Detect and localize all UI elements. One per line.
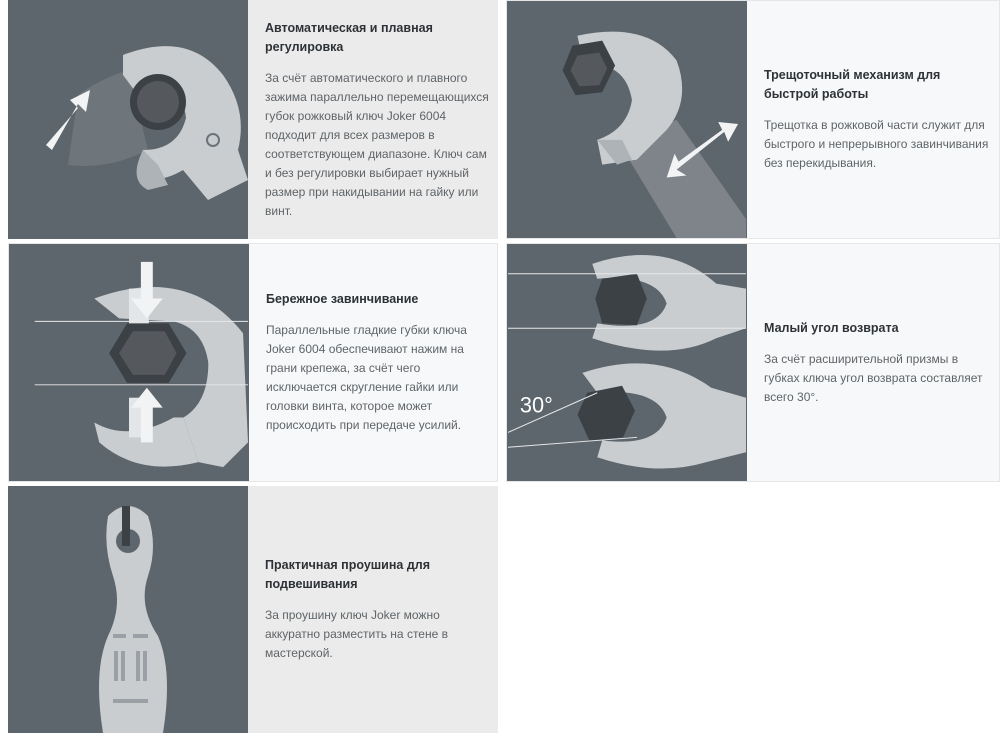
feature-text: Малый угол возврата За счёт расширительн… — [747, 244, 999, 481]
feature-description: Параллельные гладкие губки ключа Joker 6… — [266, 323, 467, 432]
feature-text: Трещоточный механизм для быстрой работы … — [747, 1, 999, 238]
wrench-jaw-auto-adjust-icon — [8, 0, 248, 239]
feature-description: Трещотка в рожковой части служит для быс… — [764, 118, 989, 170]
feature-text: Автоматическая и плавная регулировка За … — [248, 0, 498, 239]
feature-description: За счёт расширительной призмы в губках к… — [764, 351, 983, 404]
wrench-return-angle-icon: 30° — [507, 244, 747, 481]
feature-card-return-angle: 30° Малый угол возврата За счёт расширит… — [506, 243, 1000, 482]
feature-title: Практичная проушина для подвешивания — [265, 558, 431, 591]
feature-title: Малый угол возврата — [764, 320, 899, 335]
angle-label: 30° — [520, 393, 553, 418]
feature-title: Автоматическая и плавная регулировка — [265, 20, 433, 54]
feature-card-gentle-screwing: Бережное завинчивание Параллельные гладк… — [8, 243, 498, 482]
feature-description: За проушину ключ Joker можно аккуратно р… — [265, 608, 448, 660]
wrench-parallel-jaws-icon — [9, 244, 249, 481]
feature-text: Практичная проушина для подвешивания За … — [248, 486, 498, 733]
feature-description: За счёт автоматического и плавного зажим… — [265, 70, 489, 218]
feature-card-hanging-eyelet: Практичная проушина для подвешивания За … — [8, 486, 498, 733]
feature-card-ratchet: Трещоточный механизм для быстрой работы … — [506, 0, 1000, 239]
feature-title: Трещоточный механизм для быстрой работы — [764, 68, 941, 101]
wrench-ratchet-icon — [507, 1, 747, 238]
feature-title: Бережное завинчивание — [266, 292, 419, 306]
feature-text: Бережное завинчивание Параллельные гладк… — [249, 244, 497, 481]
feature-card-auto-adjust: Автоматическая и плавная регулировка За … — [8, 0, 498, 239]
wrench-hanging-eyelet-icon — [8, 486, 248, 733]
